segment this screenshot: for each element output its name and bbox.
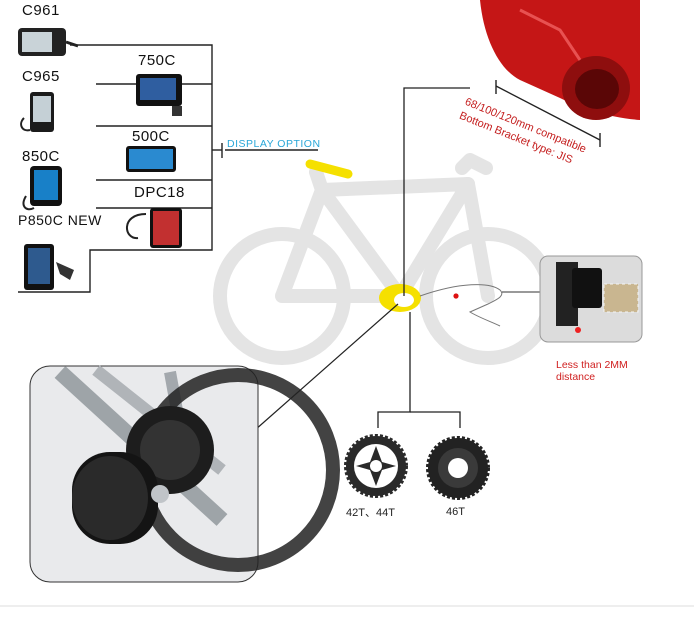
motor-lead (254, 303, 399, 431)
sensor-distance-note: Less than 2MM distance (556, 359, 628, 383)
chainring-lead (377, 312, 411, 428)
rear-triangle-silhouette (275, 183, 407, 303)
sensor-note-line2: distance (556, 371, 596, 383)
label-c961: C961 (22, 2, 60, 19)
label-500c: 500C (132, 128, 170, 145)
c965-display-icon (20, 92, 54, 132)
label-p850c-new: P850C NEW (18, 212, 102, 228)
chainring-left-label: 42T、44T (346, 507, 395, 519)
d750c-display-icon (136, 74, 182, 116)
chainring-46 (426, 436, 490, 500)
c961-display-icon (18, 28, 79, 56)
bottom-bracket-photo (480, 0, 640, 147)
chainring-right-label: 46T (446, 506, 465, 518)
fork-silhouette (461, 177, 495, 303)
sensor-note-line1: Less than 2MM (556, 359, 628, 371)
p850c-display-icon (24, 244, 74, 290)
sensor-wire (419, 284, 503, 327)
d500c-display-icon (126, 146, 176, 172)
chainring-42-44 (344, 434, 408, 498)
sensor-photo (539, 255, 643, 343)
motor-photo (29, 365, 340, 583)
label-dpc18: DPC18 (134, 184, 185, 201)
bottom-bracket-hole (394, 293, 414, 307)
label-c965: C965 (22, 68, 60, 85)
seatpost-silhouette (309, 165, 329, 197)
label-750c: 750C (138, 52, 176, 69)
d850c-display-icon (22, 166, 62, 211)
chainring-lead-right (410, 411, 461, 428)
handlebar-silhouette (455, 153, 493, 175)
yellow-saddle-highlight (305, 159, 353, 179)
label-850c: 850C (22, 148, 60, 165)
dpc18-display-icon (126, 208, 182, 248)
bike-silhouette (213, 153, 557, 365)
sensor-dot (453, 293, 459, 299)
display-option-label: DISPLAY OPTION (227, 138, 321, 150)
bottom-bracket-lead (403, 87, 470, 296)
